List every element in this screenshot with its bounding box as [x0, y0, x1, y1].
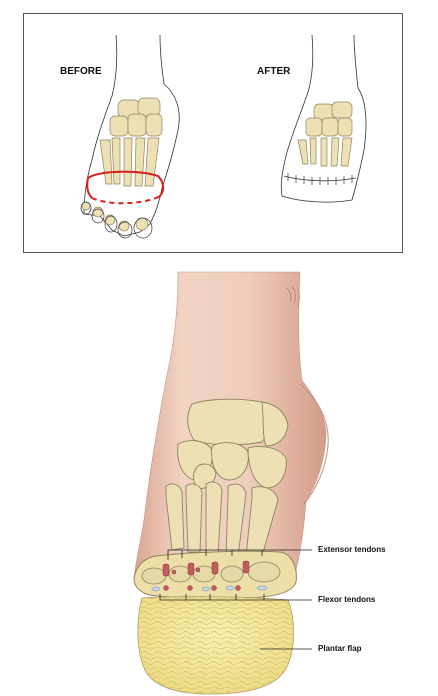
plantar-flap-label: Plantar flap — [318, 644, 362, 653]
flexor-tendons-label: Flexor tendons — [318, 595, 376, 604]
before-foot-drawing — [80, 34, 180, 239]
callout-leaders — [159, 549, 312, 650]
large-foot-illustration — [133, 271, 329, 695]
before-label: BEFORE — [60, 66, 102, 77]
after-foot-drawing — [280, 34, 367, 203]
after-label: AFTER — [257, 66, 291, 77]
extensor-tendons-label: Extensor tendons — [318, 545, 386, 554]
